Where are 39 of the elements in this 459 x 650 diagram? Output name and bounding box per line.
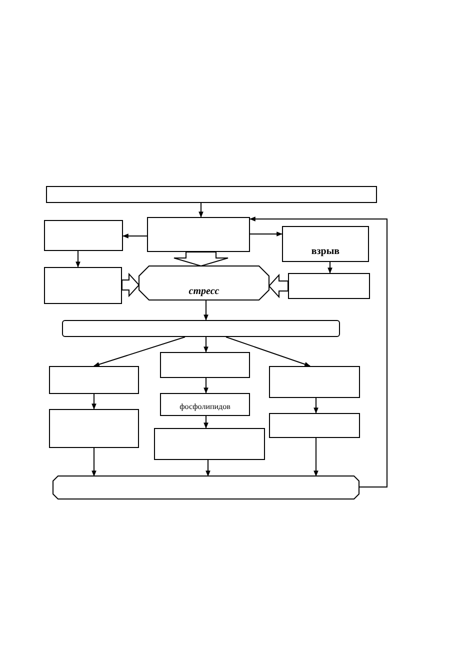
process-box — [49, 366, 139, 394]
arrow — [226, 336, 311, 366]
process-box — [154, 428, 265, 460]
node-label: фосфолипидов — [180, 403, 230, 412]
process-box — [288, 273, 370, 299]
process-box — [282, 226, 369, 262]
process-box — [160, 393, 250, 416]
arrow — [92, 394, 96, 410]
arrow — [206, 460, 210, 477]
arrow — [92, 448, 96, 477]
arrow — [204, 416, 208, 429]
process-box — [160, 352, 250, 378]
process-box — [147, 217, 250, 252]
arrow — [314, 398, 318, 414]
node-label: стресс — [188, 286, 220, 296]
process-box — [49, 409, 139, 448]
process-box — [269, 413, 360, 438]
arrow — [204, 300, 208, 321]
octagon-box — [139, 266, 269, 300]
block-arrow — [268, 274, 288, 298]
arrow — [249, 216, 388, 488]
process-box — [269, 366, 360, 398]
node-label: взрыв — [311, 246, 340, 257]
arrow — [93, 336, 186, 367]
arrow — [328, 262, 332, 274]
arrow — [250, 232, 283, 236]
arrow — [198, 202, 204, 218]
process-box — [44, 267, 122, 304]
arrow — [314, 438, 318, 477]
chamfered-bar — [53, 476, 359, 499]
block-arrow — [174, 252, 228, 267]
arrow — [122, 234, 148, 238]
block-arrow — [122, 272, 140, 298]
arrow — [204, 336, 208, 353]
arrow — [76, 250, 80, 268]
arrow — [204, 378, 208, 394]
process-box — [44, 220, 123, 251]
process-box — [46, 186, 377, 203]
rounded-bar — [62, 320, 340, 337]
